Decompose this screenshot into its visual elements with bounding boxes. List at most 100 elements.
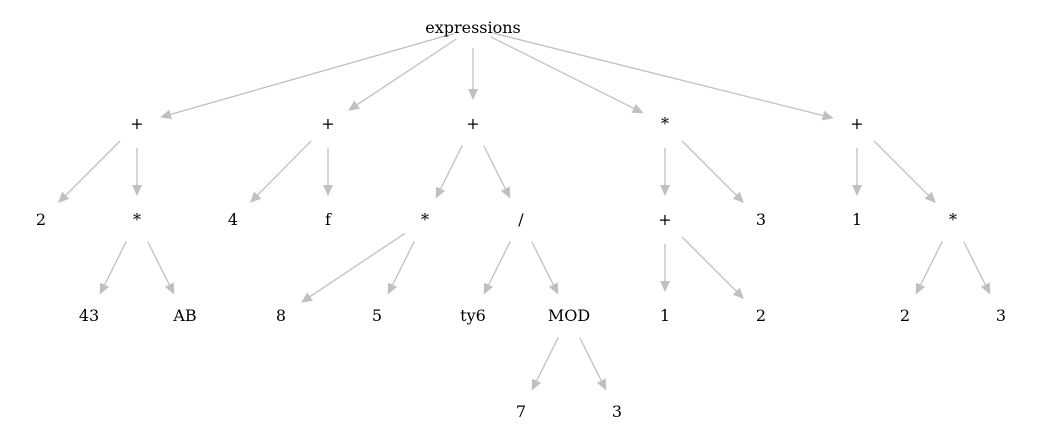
edge-n1-n6	[58, 140, 121, 203]
edge-n10-n19	[387, 241, 415, 295]
edge-line	[920, 241, 943, 285]
arrowhead	[387, 282, 398, 295]
edges-layer	[58, 32, 991, 391]
edge-n12-n22	[660, 244, 670, 292]
node-n11: /	[518, 210, 524, 229]
edge-line	[170, 32, 454, 116]
nodes-layer: expressions + + + * +2 * 4 f * / +3 1 * 43 AB 8 5 ty6 MOD 1 2…	[36, 18, 1006, 421]
arrowhead	[980, 282, 991, 295]
node-n16: 43	[79, 306, 99, 325]
node-n0: expressions	[425, 18, 521, 37]
arrowhead	[531, 378, 542, 391]
node-n27: 3	[612, 402, 622, 421]
edge-line	[309, 232, 406, 298]
edge-n15-n25	[963, 241, 991, 295]
arrowhead	[348, 100, 360, 111]
edge-n21-n27	[579, 337, 607, 391]
node-n13: 3	[756, 210, 766, 229]
node-n9: f	[325, 210, 332, 229]
node-n2: +	[321, 114, 334, 133]
edge-line	[488, 241, 511, 285]
arrowhead	[915, 282, 926, 295]
arrowhead	[99, 282, 110, 295]
edge-n7-n16	[99, 241, 127, 295]
node-n8: 4	[228, 210, 238, 229]
edge-line	[873, 140, 929, 196]
edge-n3-n11	[483, 145, 511, 199]
edge-n2-n8	[249, 140, 312, 203]
arrowhead	[323, 185, 333, 196]
edge-line	[257, 140, 312, 196]
edge-n1-n7	[132, 148, 142, 196]
edge-n11-n20	[483, 241, 511, 295]
edge-line	[490, 36, 634, 109]
arrowhead	[596, 378, 607, 391]
node-n21: MOD	[548, 306, 590, 325]
node-n5: +	[850, 114, 863, 133]
node-n7: *	[133, 210, 141, 229]
node-n26: 7	[516, 402, 526, 421]
edge-n3-n10	[435, 145, 463, 199]
arrowhead	[58, 191, 70, 203]
edge-n12-n23	[681, 236, 744, 299]
arrowhead	[164, 282, 175, 295]
edge-n10-n18	[301, 232, 406, 303]
edge-line	[536, 337, 559, 381]
arrowhead	[468, 89, 478, 100]
arrowhead	[732, 191, 744, 203]
node-n14: 1	[852, 210, 862, 229]
edge-n0-n2	[348, 38, 457, 111]
edge-n4-n13	[681, 140, 744, 203]
node-n24: 2	[900, 306, 910, 325]
arrowhead	[249, 191, 262, 203]
edge-line	[681, 140, 737, 196]
edge-line	[147, 241, 170, 285]
arrowhead	[160, 109, 172, 120]
edge-line	[483, 145, 506, 189]
edge-n0-n5	[492, 32, 834, 121]
arrowhead	[821, 110, 834, 121]
arrowhead	[483, 282, 494, 295]
arrowhead	[435, 186, 446, 199]
node-n6: 2	[36, 210, 46, 229]
edge-n2-n9	[323, 148, 333, 196]
edge-n5-n14	[852, 148, 862, 196]
edge-line	[440, 145, 463, 189]
edge-n4-n12	[660, 148, 670, 196]
node-n19: 5	[372, 306, 382, 325]
node-n10: *	[421, 210, 429, 229]
node-n18: 8	[276, 306, 286, 325]
arrowhead	[852, 185, 862, 196]
edge-n5-n15	[873, 140, 936, 203]
node-n25: 3	[996, 306, 1006, 325]
edge-n0-n3	[468, 48, 478, 100]
edge-n11-n21	[531, 241, 559, 295]
edge-line	[104, 241, 127, 285]
node-n15: *	[949, 210, 957, 229]
arrowhead	[732, 287, 744, 299]
arrowhead	[631, 103, 644, 114]
edge-line	[65, 140, 121, 196]
edge-line	[531, 241, 554, 285]
arrowhead	[660, 185, 670, 196]
node-n23: 2	[756, 306, 766, 325]
edge-n15-n24	[915, 241, 943, 295]
edge-line	[356, 38, 457, 106]
edge-line	[963, 241, 986, 285]
arrowhead	[301, 292, 313, 303]
edge-line	[579, 337, 602, 381]
node-n3: +	[466, 114, 479, 133]
node-n1: +	[130, 114, 143, 133]
arrowhead	[924, 191, 936, 203]
edge-line	[392, 241, 415, 285]
arrowhead	[132, 185, 142, 196]
node-n12: +	[658, 210, 671, 229]
edge-line	[681, 236, 737, 292]
node-n17: AB	[172, 306, 196, 325]
arrowhead	[660, 281, 670, 292]
arrowhead	[500, 186, 511, 199]
node-n22: 1	[660, 306, 670, 325]
node-n20: ty6	[460, 306, 486, 325]
node-n4: *	[661, 114, 669, 133]
edge-line	[492, 32, 824, 117]
